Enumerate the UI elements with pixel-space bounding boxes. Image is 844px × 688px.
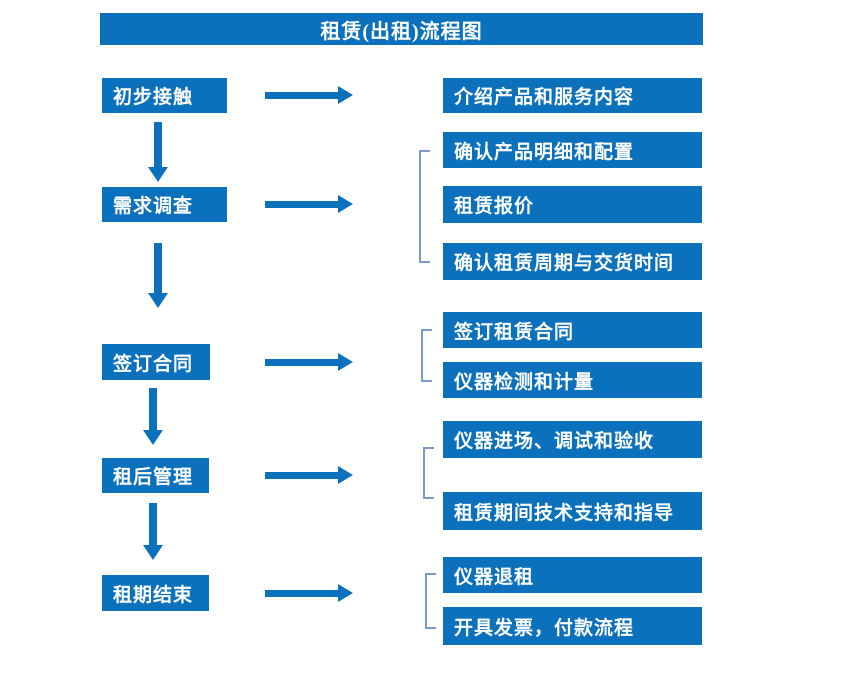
arrow-head-icon [338,584,353,602]
right-arrow-2 [265,195,353,213]
step-rental-end: 租期结束 [102,575,209,611]
diagram-title-bar: 租赁(出租)流程图 [100,13,703,45]
arrow-shaft [149,503,157,546]
group-bracket-needs-survey [419,150,430,263]
group-bracket-rental-end [425,573,436,629]
detail-rental-quotation: 租赁报价 [443,186,702,223]
group-bracket-sign-contract [421,329,432,382]
detail-confirm-period-delivery: 确认租赁周期与交货时间 [443,243,702,280]
detail-instrument-testing-metering: 仪器检测和计量 [443,362,702,398]
detail-instrument-return: 仪器退租 [443,557,702,593]
right-arrow-3 [265,353,353,371]
arrow-head-icon [338,195,353,213]
right-arrow-4 [265,466,353,484]
arrow-shaft [265,201,339,208]
right-arrow-1 [265,86,353,104]
arrow-shaft [265,92,339,99]
step-needs-survey: 需求调查 [102,187,227,222]
down-arrow-3 [143,388,163,445]
arrow-shaft [154,243,162,294]
detail-invoice-payment: 开具发票，付款流程 [443,607,702,645]
group-bracket-post-rental [423,447,434,499]
diagram-title: 租赁(出租)流程图 [320,20,483,43]
arrow-shaft [265,590,339,597]
arrow-head-icon [148,293,168,308]
step-sign-contract: 签订合同 [102,344,210,380]
down-arrow-1 [148,122,168,182]
arrow-shaft [265,359,339,366]
detail-technical-support: 租赁期间技术支持和指导 [443,492,702,530]
step-post-rental-management: 租后管理 [102,458,209,493]
detail-instrument-setup-acceptance: 仪器进场、调试和验收 [443,421,702,458]
arrow-head-icon [338,353,353,371]
arrow-head-icon [148,167,168,182]
arrow-shaft [149,388,157,431]
arrow-head-icon [143,430,163,445]
arrow-shaft [154,122,162,168]
down-arrow-2 [148,243,168,308]
detail-introduce-products-services: 介绍产品和服务内容 [443,78,702,113]
step-initial-contact: 初步接触 [102,78,227,113]
detail-confirm-product-config: 确认产品明细和配置 [443,132,702,168]
arrow-head-icon [338,86,353,104]
arrow-head-icon [338,466,353,484]
down-arrow-4 [143,503,163,560]
right-arrow-5 [265,584,353,602]
detail-sign-rental-contract: 签订租赁合同 [443,312,702,348]
arrow-head-icon [143,545,163,560]
arrow-shaft [265,472,339,479]
